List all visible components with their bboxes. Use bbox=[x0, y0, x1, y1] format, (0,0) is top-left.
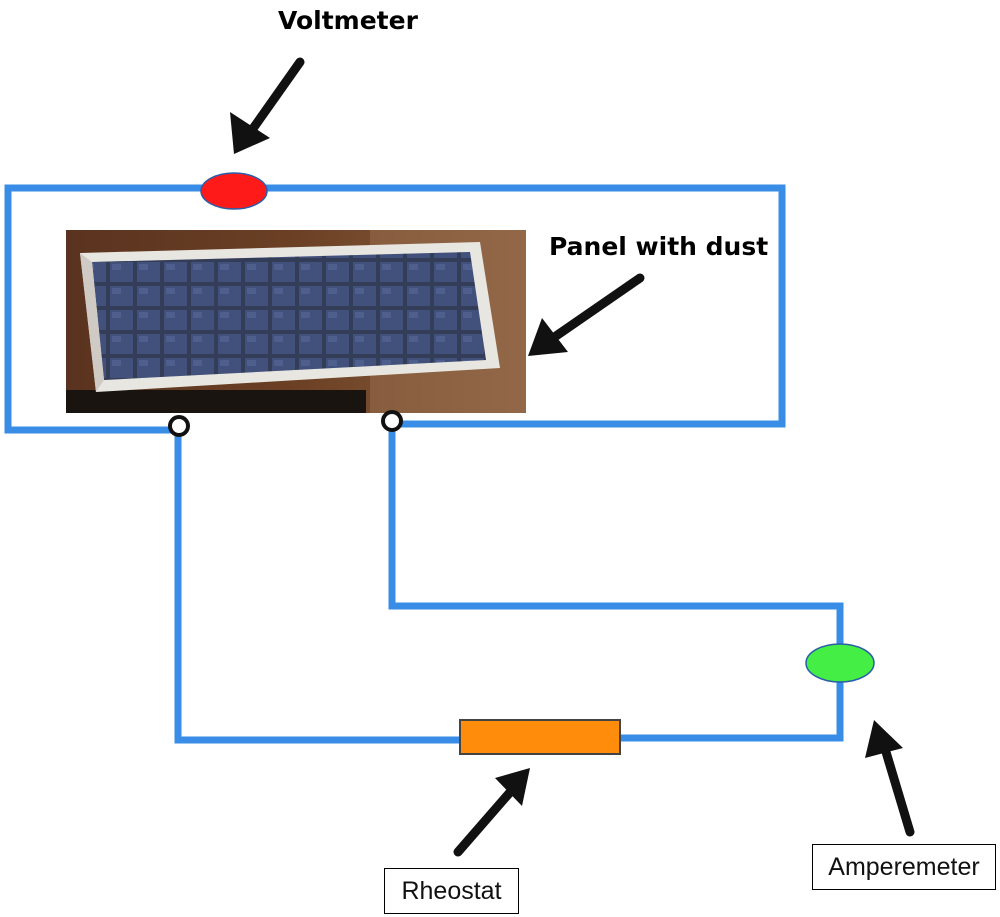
panel-cells bbox=[92, 252, 486, 380]
wires bbox=[4, 184, 844, 744]
rheostat-component bbox=[459, 719, 621, 755]
voltmeter-arrow bbox=[230, 57, 305, 154]
rheostat-label: Rheostat bbox=[384, 868, 519, 914]
voltmeter-component bbox=[200, 172, 268, 210]
voltmeter-label: Voltmeter bbox=[278, 6, 418, 35]
bottom-right-wire bbox=[620, 680, 844, 742]
amperemeter-arrow bbox=[865, 720, 915, 837]
arrows bbox=[230, 57, 915, 857]
panel-arrow bbox=[528, 273, 645, 356]
right-lower-wire bbox=[388, 430, 844, 650]
panel-label: Panel with dust bbox=[549, 232, 769, 261]
terminal-right bbox=[381, 410, 403, 432]
terminal-left bbox=[168, 415, 190, 437]
amperemeter-label: Amperemeter bbox=[812, 844, 996, 890]
rheostat-arrow bbox=[453, 768, 530, 857]
left-lower-wire bbox=[174, 432, 460, 744]
top-loop-wire bbox=[4, 184, 786, 434]
solar-panel bbox=[66, 230, 526, 413]
amperemeter-component bbox=[805, 643, 875, 683]
